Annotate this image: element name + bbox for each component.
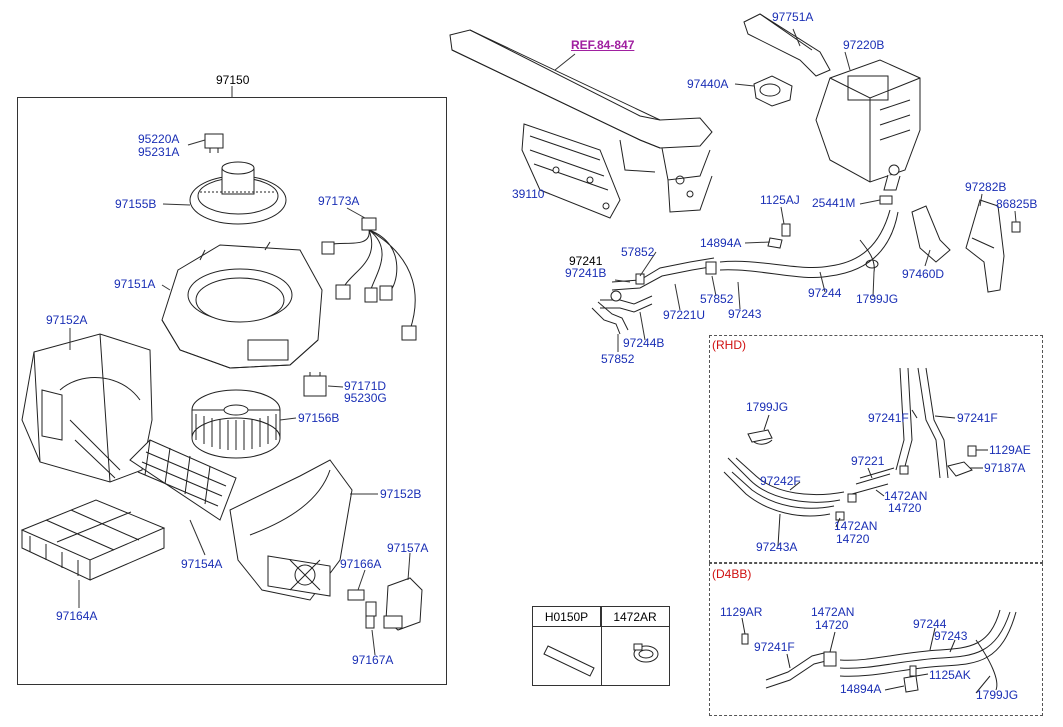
bolt-parts [767,195,893,249]
cowl-crossmember-part [449,29,713,213]
rhd-label-1799JG[interactable]: 1799JG [746,400,789,414]
d4bb-label-1125AK[interactable]: 1125AK [929,668,971,682]
part-label-97152B[interactable]: 97152B [380,487,422,501]
leader-lines-top [539,28,1017,352]
part-label-97460D[interactable]: 97460D [902,267,945,281]
part-label-97171D[interactable]: 97171D [344,379,387,393]
d4bb-variant-frame [709,563,1043,716]
part-label-95220A[interactable]: 95220A [138,132,180,146]
leader-lines-left [69,86,411,656]
part-label-97156B[interactable]: 97156B [298,411,340,425]
part-label-57852-c[interactable]: 57852 [601,352,635,366]
clip-part [1011,221,1021,233]
part-label-86825B[interactable]: 86825B [996,197,1038,211]
blower-motor-part [189,161,287,225]
rhd-label-97187A[interactable]: 97187A [984,461,1026,475]
part-label-14894A[interactable]: 14894A [700,236,742,250]
legend-drawings [543,643,659,677]
rhd-label-14720-a[interactable]: 14720 [888,501,922,515]
link-part [347,589,377,629]
part-label-57852-a[interactable]: 57852 [621,245,655,259]
part-label-97282B[interactable]: 97282B [965,180,1007,194]
part-label-95231A[interactable]: 95231A [138,145,180,159]
legend-table: H0150P 1472AR [532,606,670,686]
d4bb-label-1472AN[interactable]: 1472AN [811,605,855,619]
part-label-97152A[interactable]: 97152A [46,313,88,327]
d4bb-label-97241F[interactable]: 97241F [754,640,795,654]
resistor-part [303,372,327,397]
rhd-section-title: (RHD) [712,338,746,352]
d4bb-drawing [741,609,1017,694]
rhd-drawing [723,367,988,547]
part-label-97244[interactable]: 97244 [808,286,842,300]
part-label-57852-b[interactable]: 57852 [700,292,734,306]
part-label-97164A[interactable]: 97164A [56,609,98,623]
part-label-97751A[interactable]: 97751A [772,10,814,24]
rhd-label-1472AN-a[interactable]: 1472AN [884,489,928,503]
air-duct-part [753,75,793,107]
part-label-25441M[interactable]: 25441M [812,196,856,210]
hose-clamp-part [633,643,659,663]
part-label-97221U[interactable]: 97221U [663,308,706,322]
d4bb-label-1799JG[interactable]: 1799JG [976,688,1019,702]
part-label-95230G[interactable]: 95230G [344,391,387,405]
cabin-filter-part [20,499,166,581]
part-label-97241[interactable]: 97241 [569,254,603,268]
actuator-part [383,577,423,631]
part-label-97151A[interactable]: 97151A [114,277,156,291]
duct-part [743,13,831,77]
rhd-label-97241F-left[interactable]: 97241F [868,411,909,425]
d4bb-section-title: (D4BB) [712,567,752,581]
d4bb-label-97243[interactable]: 97243 [934,629,968,643]
rear-duct-part [911,205,951,263]
d4bb-label-1129AR[interactable]: 1129AR [720,605,763,619]
d4bb-label-14894A[interactable]: 14894A [840,682,882,696]
blower-housing-part [161,241,323,369]
part-label-97243[interactable]: 97243 [728,307,762,321]
heater-unit-part [815,59,921,191]
part-label-97155B[interactable]: 97155B [115,197,157,211]
fan-wheel-part [191,389,281,459]
part-label-1799JG[interactable]: 1799JG [856,292,899,306]
rhd-variant-frame [709,335,1043,563]
rhd-label-97221[interactable]: 97221 [851,454,885,468]
legend-col-clamp: 1472AR [601,607,669,627]
legend-divider [601,607,602,685]
d4bb-label-97244[interactable]: 97244 [913,617,947,631]
part-label-97220B[interactable]: 97220B [843,38,885,52]
heater-hoses-part [591,209,899,335]
d4bb-label-14720[interactable]: 14720 [815,618,849,632]
assembly-part-number[interactable]: 97150 [216,73,250,87]
part-label-97166A[interactable]: 97166A [340,557,382,571]
rhd-label-14720-b[interactable]: 14720 [836,532,870,546]
hose-piece-part [543,645,595,677]
relay-part [204,133,224,153]
blower-assembly-drawing [20,86,423,656]
ecu-bracket-part [521,123,621,219]
part-label-39110[interactable]: 39110 [512,187,545,201]
part-label-97440A[interactable]: 97440A [687,77,729,91]
case-right-part [229,459,353,601]
blower-assembly-frame [17,97,447,685]
wiring-harness-part [321,217,417,341]
legend-col-hose: H0150P [533,607,601,627]
reference-link[interactable]: REF.84-847 [571,38,635,52]
rhd-label-1129AE[interactable]: 1129AE [989,443,1031,457]
filter-cover-part [129,439,237,521]
part-label-97241B[interactable]: 97241B [565,266,607,280]
case-left-part [21,333,153,483]
rhd-label-97242F[interactable]: 97242F [760,474,801,488]
part-label-97154A[interactable]: 97154A [181,557,223,571]
rhd-label-1472AN-b[interactable]: 1472AN [834,519,878,533]
part-label-1125AJ[interactable]: 1125AJ [760,193,800,207]
part-label-97244B[interactable]: 97244B [623,336,665,350]
cowl-and-heater-drawing [449,13,1021,352]
part-label-97157A[interactable]: 97157A [387,541,429,555]
part-label-97167A[interactable]: 97167A [352,653,394,667]
rhd-label-97241F-right[interactable]: 97241F [957,411,998,425]
bracket-part [965,199,1005,293]
part-label-97173A[interactable]: 97173A [318,194,360,208]
rhd-label-97243A[interactable]: 97243A [756,540,798,554]
